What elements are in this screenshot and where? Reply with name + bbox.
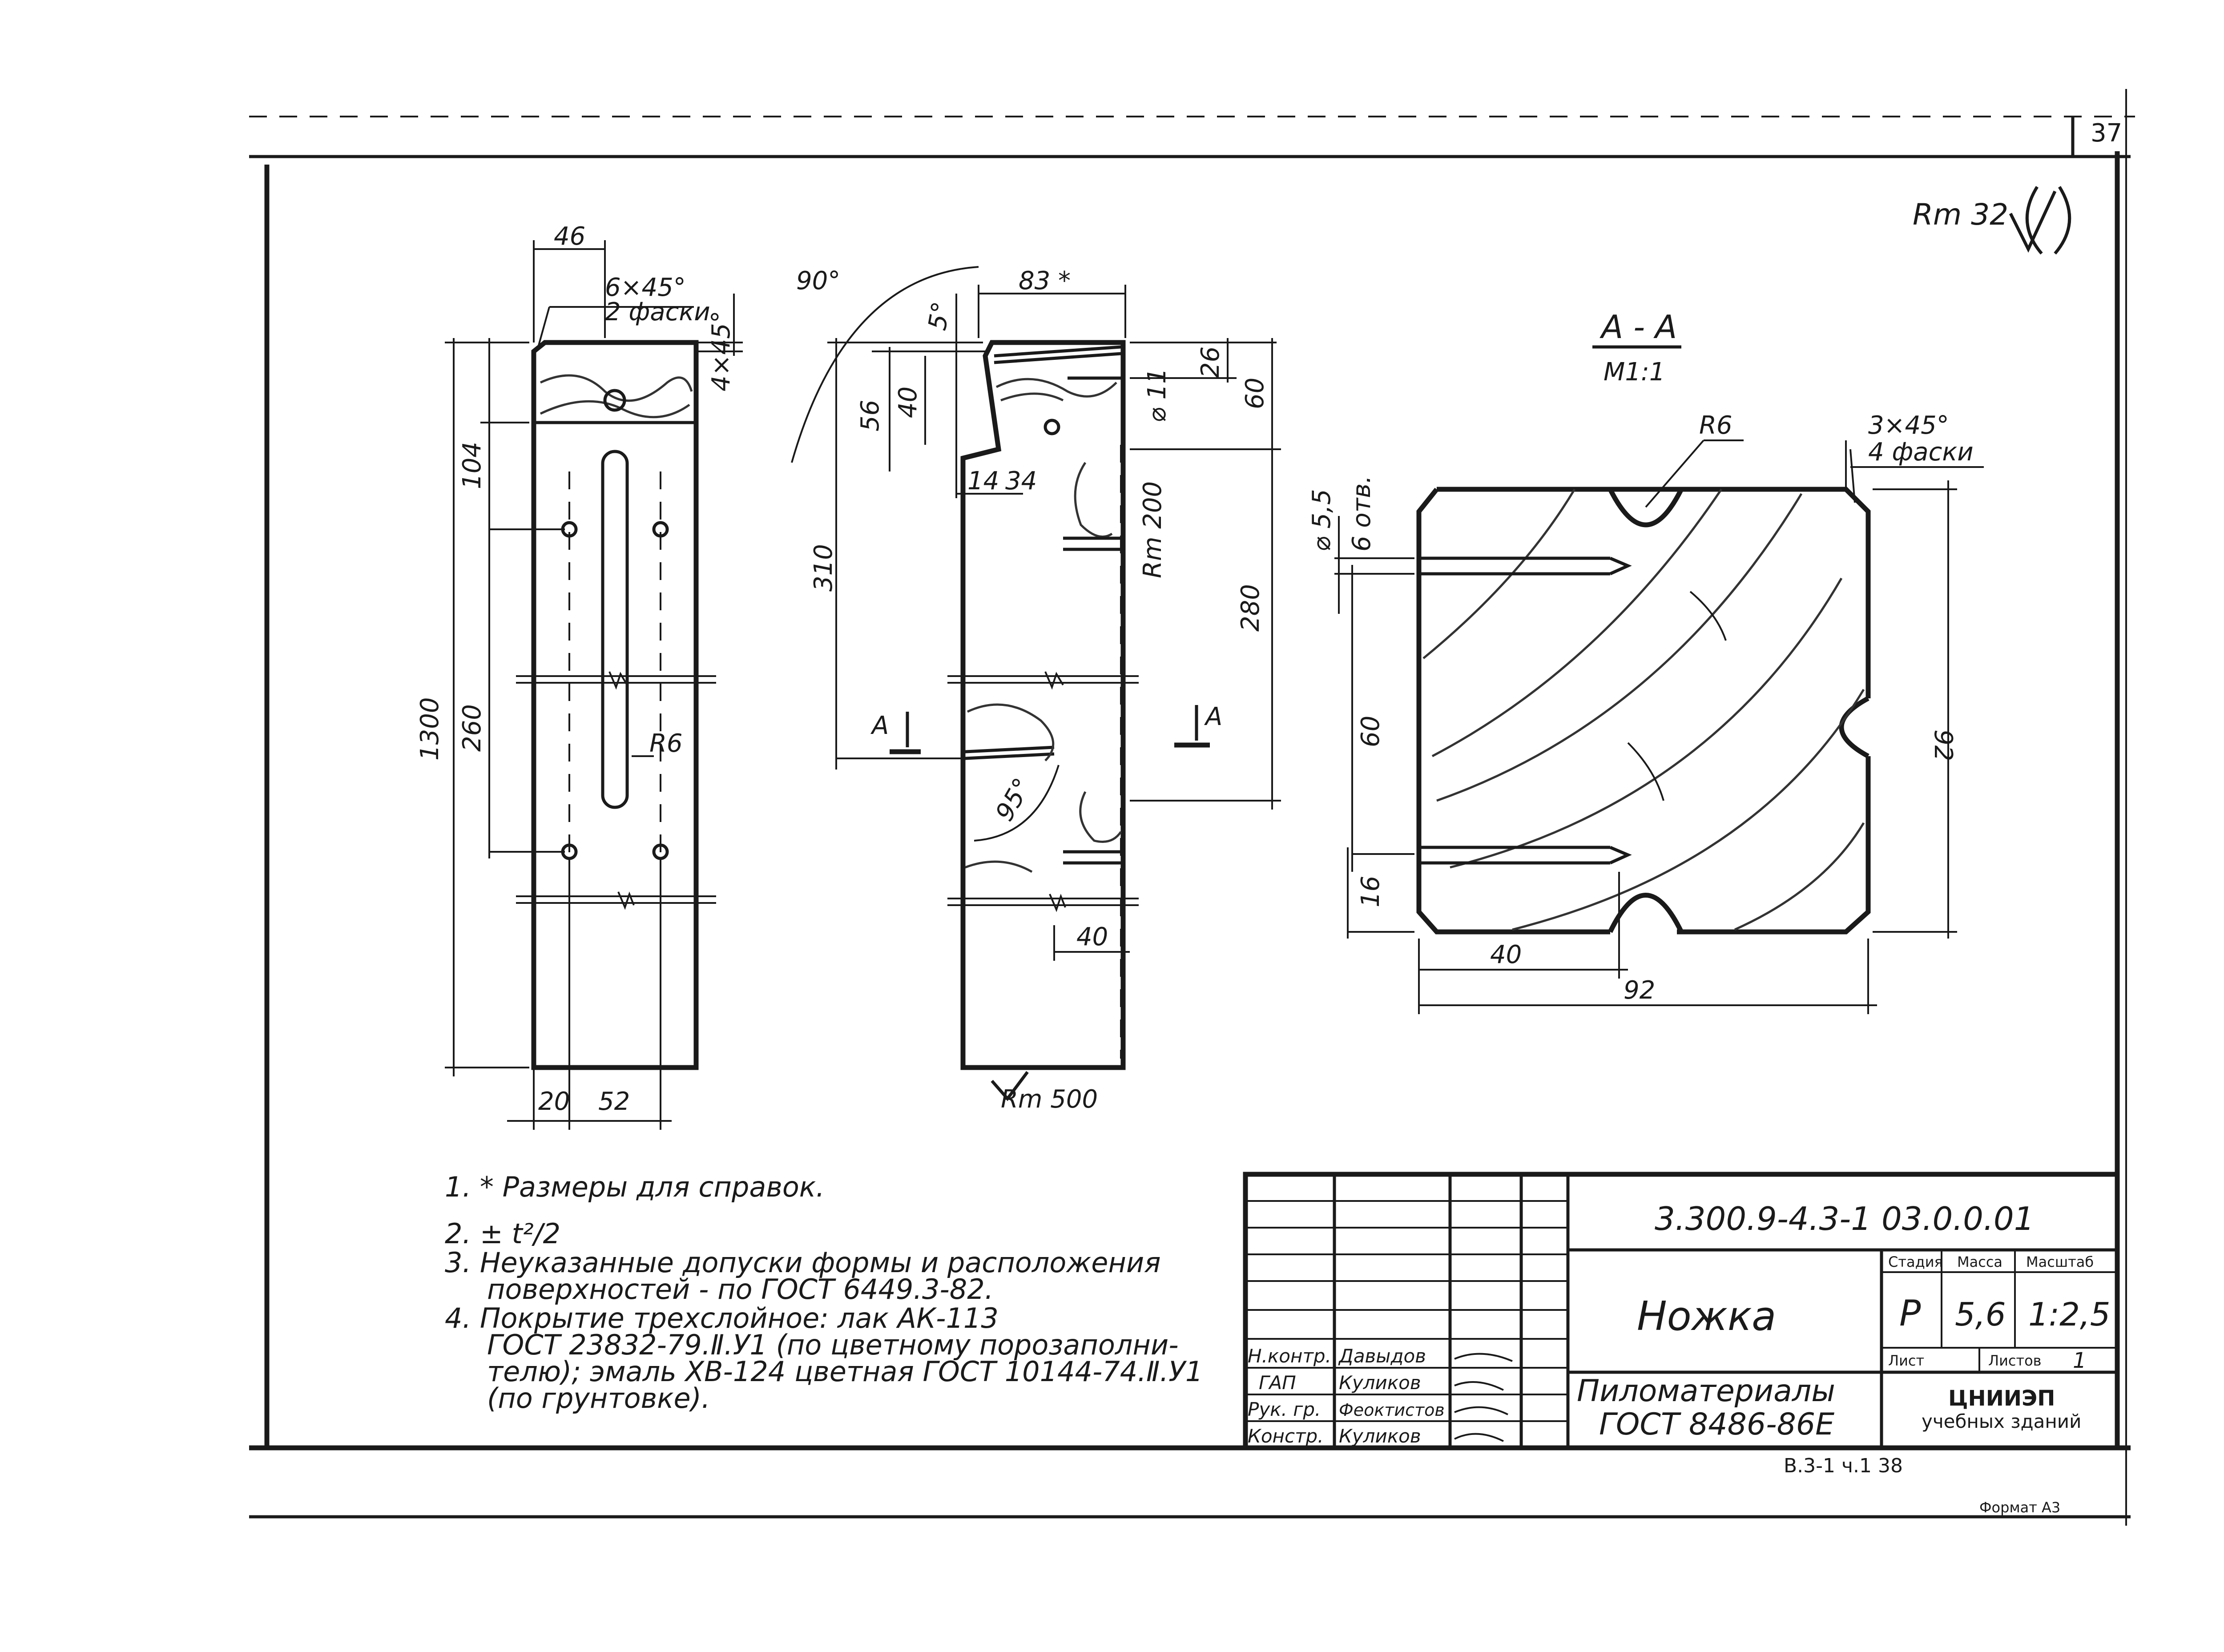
svg-text:2. ± t²/2: 2. ± t²/2 [445,1217,560,1250]
svg-text:280: 280 [1236,584,1265,632]
front-view-labels: 46 6×45° 2 фаски 4×45° 104 1300 260 R6 2… [415,222,736,1116]
svg-text:Масса: Масса [1957,1253,2002,1270]
footer-code: В.3-1 ч.1 38 [1784,1455,1903,1477]
svg-text:Rm 32: Rm 32 [1913,197,2008,232]
svg-text:5°: 5° [923,299,956,332]
svg-text:R6: R6 [649,729,683,758]
svg-text:телю); эмаль ХВ-124 цветная ГО: телю); эмаль ХВ-124 цветная ГОСТ 10144-7… [487,1355,1203,1388]
svg-text:4 фаски: 4 фаски [1868,438,1974,467]
svg-text:14: 14 [967,467,999,496]
side-view-labels: 90° 83 * 5° 56 40 ⌀ 11 26 60 14 34 Rm 20… [796,266,1269,1114]
svg-text:4×45°: 4×45° [707,310,736,391]
svg-text:1: 1 [2073,1348,2087,1373]
svg-text:(по грунтовке).: (по грунтовке). [487,1382,710,1414]
title-block [1243,1172,2120,1451]
svg-text:Масштаб: Масштаб [2026,1253,2094,1270]
page-number: 37 [2091,119,2122,148]
svg-text:3×45°: 3×45° [1868,411,1949,440]
svg-text:60: 60 [1356,716,1385,747]
roughness-symbol: Rm 32 [1913,186,2071,255]
svg-text:26: 26 [1196,347,1225,378]
svg-text:6 отв.: 6 отв. [1347,475,1376,552]
svg-text:ГАП: ГАП [1259,1372,1296,1394]
svg-text:Лист: Лист [1888,1352,1924,1369]
svg-text:А - А: А - А [1600,308,1677,346]
section-a-a-header: А - А М1:1 [1592,308,1681,387]
svg-text:5,6: 5,6 [1955,1296,2006,1333]
svg-text:R6: R6 [1699,411,1732,440]
svg-text:16: 16 [1356,876,1385,907]
svg-text:Р: Р [1899,1293,1921,1334]
svg-text:1:2,5: 1:2,5 [2028,1296,2111,1333]
svg-text:⌀ 11: ⌀ 11 [1143,368,1172,423]
svg-text:92: 92 [1929,729,1958,761]
svg-text:260: 260 [458,704,487,752]
format-label: Формат А3 [1979,1499,2060,1516]
svg-text:46: 46 [554,222,585,251]
svg-text:Констр.: Констр. [1248,1425,1324,1447]
svg-text:Листов: Листов [1988,1352,2042,1369]
svg-text:1300: 1300 [415,697,444,761]
svg-text:104: 104 [458,442,487,489]
svg-text:90°: 90° [796,266,840,295]
svg-text:⌀ 5,5: ⌀ 5,5 [1307,489,1336,552]
doc-code: 3.300.9-4.3-1 03.0.0.01 [1655,1200,2035,1237]
svg-text:34: 34 [1005,467,1037,496]
part-name: Ножка [1637,1293,1776,1340]
title-block-text: 3.300.9-4.3-1 03.0.0.01 Ножка Стадия Мас… [1248,1200,2111,1516]
svg-text:95°: 95° [990,774,1037,826]
svg-text:Н.контр.: Н.контр. [1248,1345,1331,1367]
svg-text:ГОСТ 23832-79.Ⅱ.У1 (по цветном: ГОСТ 23832-79.Ⅱ.У1 (по цветному порозапо… [487,1329,1179,1361]
svg-text:ЦНИИЭП: ЦНИИЭП [1948,1386,2055,1411]
svg-text:Рук. гр.: Рук. гр. [1248,1398,1321,1420]
svg-text:4. Покрытие трехслойное: лак А: 4. Покрытие трехслойное: лак АК-113 [445,1302,999,1334]
notes: 1. * Размеры для справок. 2. ± t²/2 3. Н… [445,1171,1203,1414]
svg-text:310: 310 [809,544,838,592]
svg-text:Феоктистов: Феоктистов [1339,1400,1445,1420]
svg-text:поверхностей - по ГОСТ 6449.3-: поверхностей - по ГОСТ 6449.3-82. [487,1273,993,1305]
svg-text:83 *: 83 * [1019,266,1071,295]
svg-text:92: 92 [1624,976,1655,1005]
svg-text:6×45°: 6×45° [605,273,686,302]
svg-text:Давыдов: Давыдов [1338,1345,1426,1367]
svg-text:А: А [1204,702,1222,731]
svg-text:Куликов: Куликов [1339,1372,1421,1394]
svg-text:1. * Размеры для справок.: 1. * Размеры для справок. [445,1171,825,1203]
svg-text:Куликов: Куликов [1339,1425,1421,1447]
side-view [791,266,1281,1101]
section-a-a-labels: R6 3×45° 4 фаски ⌀ 5,5 6 отв. 60 16 92 4… [1307,411,1974,1005]
svg-text:Rm 200: Rm 200 [1138,481,1167,578]
svg-text:20: 20 [538,1087,570,1116]
section-a-a [1334,439,1984,1014]
svg-text:Rm 500: Rm 500 [1001,1085,1098,1114]
svg-text:М1:1: М1:1 [1604,358,1665,387]
svg-text:60: 60 [1241,378,1269,409]
svg-text:40: 40 [894,387,923,418]
svg-text:учебных зданий: учебных зданий [1922,1410,2081,1432]
svg-text:Стадия: Стадия [1888,1253,1943,1270]
svg-text:40: 40 [1076,923,1108,951]
svg-text:56: 56 [856,400,885,431]
svg-text:52: 52 [598,1087,630,1116]
svg-text:ГОСТ 8486-86Е: ГОСТ 8486-86Е [1599,1407,1834,1442]
svg-text:40: 40 [1490,940,1522,969]
svg-text:А: А [870,711,889,740]
svg-text:Пиломатериалы: Пиломатериалы [1577,1374,1835,1409]
front-view [445,240,743,1130]
svg-text:2 фаски: 2 фаски [605,298,710,326]
svg-text:3. Неуказанные допуски формы и: 3. Неуказанные допуски формы и расположе… [445,1246,1161,1279]
